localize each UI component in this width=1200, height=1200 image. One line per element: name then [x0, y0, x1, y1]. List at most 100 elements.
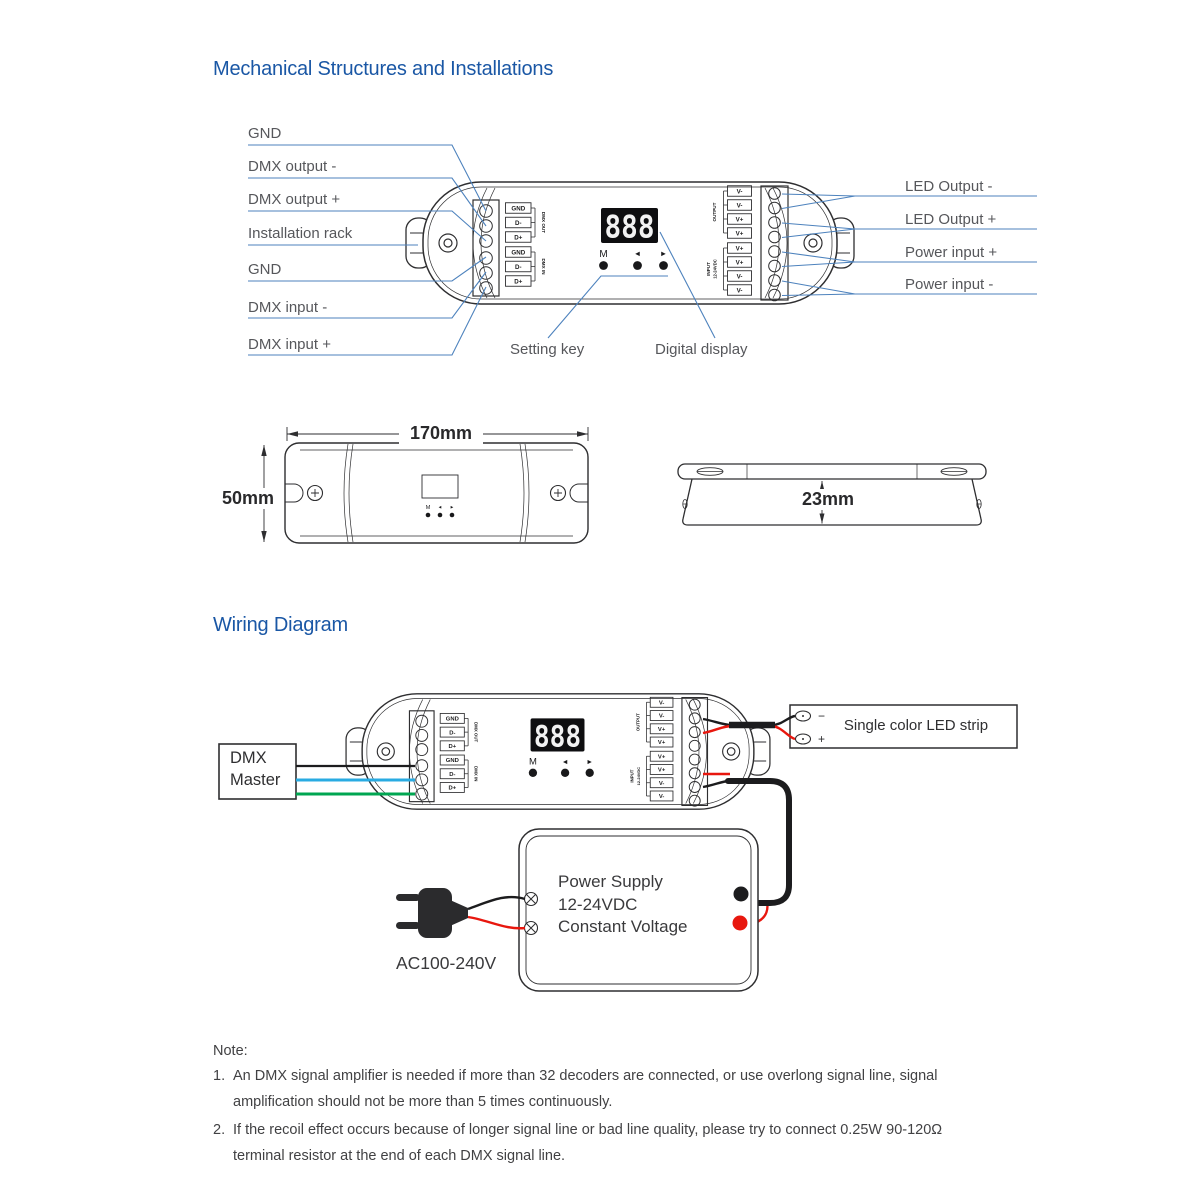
pin-label: D+ — [448, 786, 456, 792]
pin-label: V+ — [658, 768, 666, 774]
display-value: 888 — [534, 719, 581, 753]
group-label-dmx-in: DMX IN — [541, 258, 546, 275]
mech-right-label: Power input - — [905, 276, 994, 293]
heading-wiring: Wiring Diagram — [213, 614, 349, 636]
pin-label: D+ — [514, 234, 522, 241]
psu-line2: 12-24VDC — [558, 894, 638, 914]
pin-label: GND — [511, 205, 525, 212]
button-prev-label: ◄ — [562, 758, 569, 766]
mech-left-label: DMX input + — [248, 336, 331, 353]
pin-label: D- — [449, 772, 455, 778]
ac-plug-icon — [396, 888, 526, 938]
group-label-output: OUTPUT — [635, 713, 640, 731]
psu-line1: Power Supply — [558, 872, 663, 891]
psu-dc-minus-terminal — [733, 886, 749, 902]
heading-mechanical: Mechanical Structures and Installations — [213, 58, 554, 80]
display-value: 888 — [605, 210, 655, 246]
pin-label: V+ — [736, 216, 744, 223]
dimension-width-label: 170mm — [399, 423, 483, 444]
digital-display: 888 — [530, 718, 585, 753]
decoder-front-view: GND D- D+ GND D- D+ V- V- V+ V+ V+ V+ V-… — [405, 181, 855, 305]
button-next-label: ► — [586, 758, 593, 766]
pin-label: GND — [446, 758, 459, 764]
note-item-text: An DMX signal amplifier is needed if mor… — [233, 1068, 938, 1110]
dimension-height-label: 50mm — [219, 488, 278, 509]
group-label-input-voltage: 12-24VDC — [636, 767, 641, 786]
led-output-wires — [702, 714, 796, 741]
mech-right-label: Power input + — [905, 244, 998, 261]
ac-voltage-label: AC100-240V — [396, 953, 497, 973]
pin-label: D- — [515, 264, 522, 271]
pin-label: GND — [446, 717, 459, 723]
note-item-number: 2. — [213, 1122, 226, 1138]
note-title: Note: — [213, 1043, 248, 1059]
button-dot — [633, 261, 642, 270]
group-label-dmx-out: DMX OUT — [474, 722, 479, 742]
mech-left-label: GND — [248, 125, 282, 142]
strip-minus-sign: − — [818, 709, 825, 723]
dimension-depth-label: 23mm — [799, 489, 858, 510]
dmx-signal-wires — [296, 764, 415, 796]
pin-label: V- — [737, 273, 743, 280]
group-label-input-voltage: 12-24VDC — [713, 259, 718, 279]
dmx-terminal-block — [408, 710, 435, 803]
note-item-text: If the recoil effect occurs because of l… — [233, 1122, 943, 1164]
pin-label: V- — [659, 794, 665, 800]
dmx-terminal-block — [472, 199, 500, 297]
power-pin-labels — [646, 696, 674, 802]
dmx-master-line2: Master — [230, 771, 281, 789]
note-item: 1. An DMX signal amplifier is needed if … — [213, 1063, 973, 1115]
mech-left-label: DMX input - — [248, 299, 328, 316]
strip-plus-sign: + — [818, 732, 825, 746]
mech-right-label: LED Output - — [905, 178, 993, 195]
mech-left-label: GND — [248, 261, 282, 278]
pin-label: V+ — [658, 740, 666, 746]
psu-dc-plus-terminal — [732, 915, 748, 931]
psu-line3: Constant Voltage — [558, 917, 688, 936]
power-supply-box — [518, 828, 759, 992]
pin-label: V+ — [736, 259, 744, 266]
pin-label: GND — [511, 249, 525, 256]
group-label-output: OUTPUT — [712, 202, 717, 221]
note-item-number: 1. — [213, 1068, 226, 1084]
setting-key-label: Setting key — [510, 341, 585, 358]
button-m-label: M — [599, 249, 607, 260]
group-label-input: INPUT — [630, 769, 635, 782]
setting-buttons: M ◄ ► — [599, 249, 668, 270]
pin-label: V- — [737, 188, 743, 195]
group-label-dmx-out: DMX OUT — [541, 212, 546, 233]
setting-buttons: M ◄ ► — [528, 757, 594, 777]
pin-label: V+ — [658, 754, 666, 760]
led-strip-label: Single color LED strip — [843, 717, 989, 734]
power-terminal-block — [681, 697, 709, 807]
dmx-master-line1: DMX — [230, 749, 267, 767]
pin-label: V+ — [736, 230, 744, 237]
dmx-master-box — [218, 743, 297, 800]
screw-icon — [376, 742, 741, 761]
led-strip-box: − + — [789, 704, 1018, 749]
decoder-top-view: M◄► — [284, 442, 589, 544]
button-dot — [659, 261, 668, 270]
pin-label: V+ — [658, 727, 666, 733]
dmx-pin-labels — [505, 202, 536, 287]
button-dot — [599, 261, 608, 270]
pin-label: V- — [659, 714, 665, 720]
psu-ac-terminal — [523, 891, 539, 936]
mech-left-label: Installation rack — [248, 225, 353, 242]
button-next-label: ► — [660, 249, 667, 258]
dmx-pin-labels — [439, 712, 469, 793]
decoder-wiring-view: GND D- D+ GND D- D+ V- V- V+ V+ V+ V+ V-… — [345, 693, 771, 810]
mech-right-label: LED Output + — [905, 211, 997, 228]
pin-label: D+ — [514, 278, 522, 285]
pin-label: V- — [737, 287, 743, 294]
note-item: 2. If the recoil effect occurs because o… — [213, 1117, 973, 1169]
digital-display: 888 — [601, 208, 658, 246]
svg-text:M: M — [426, 505, 431, 511]
svg-text:►: ► — [450, 505, 454, 510]
pin-label: D- — [515, 220, 522, 227]
pin-label: D+ — [448, 744, 456, 750]
pin-label: V- — [659, 700, 665, 706]
pin-label: V+ — [736, 245, 744, 252]
decoder-side-view — [677, 463, 987, 526]
